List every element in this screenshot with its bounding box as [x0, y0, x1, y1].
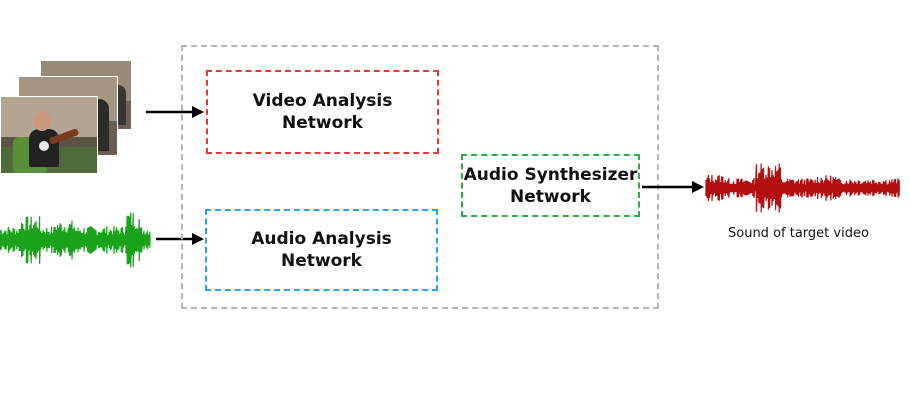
output-arrow — [642, 181, 704, 193]
video-analysis-label-line1: Video Analysis — [252, 91, 393, 111]
audio-analysis-network-box: Audio Analysis Network — [205, 209, 438, 291]
audio-synthesizer-label-line2: Network — [510, 186, 591, 207]
video-analysis-label-line2: Network — [282, 113, 363, 133]
audio-synthesizer-label-line1: Audio Synthesizer — [463, 164, 638, 185]
input-waveform-icon — [0, 212, 151, 268]
video-frames-stack — [0, 60, 140, 176]
output-caption: Sound of target video — [728, 226, 869, 241]
audio-analysis-label-line2: Network — [281, 251, 362, 271]
audio-analysis-label-line1: Audio Analysis — [251, 229, 392, 249]
video-analysis-network-box: Video Analysis Network — [206, 70, 439, 154]
video-frame-front — [0, 96, 98, 174]
audio-synthesizer-network-box: Audio Synthesizer Network — [461, 154, 640, 217]
system-boundary — [181, 45, 659, 309]
output-waveform-icon — [705, 163, 900, 213]
audio-input-arrow — [156, 233, 204, 245]
video-input-arrow — [146, 106, 204, 118]
